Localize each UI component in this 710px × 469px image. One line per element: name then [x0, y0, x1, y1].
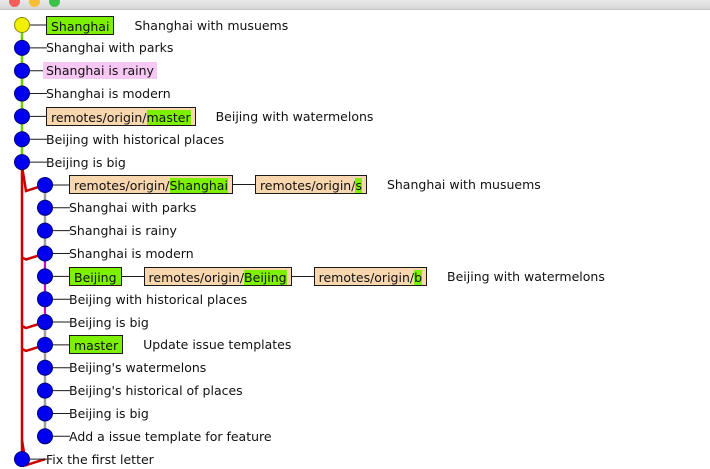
ref-branch-name: master — [146, 109, 191, 125]
close-window-button[interactable] — [9, 0, 20, 7]
local-branch-tag[interactable]: Beijing — [69, 266, 122, 286]
ref-connector — [232, 184, 255, 186]
commit-message: Shanghai is modern — [46, 86, 171, 102]
commit-message: Fix the first letter — [46, 451, 154, 467]
commit-row[interactable]: Shanghai is rainy — [43, 61, 157, 81]
commit-message: Beijing with historical places — [69, 291, 248, 307]
commit-node — [37, 336, 53, 353]
commit-message: Shanghai with musuems — [134, 17, 289, 33]
remote-branch-tag[interactable]: remotes/origin/Beijing — [143, 266, 292, 286]
minimize-window-button[interactable] — [29, 0, 40, 7]
ref-branch-name: Beijing — [244, 269, 287, 285]
commit-message: Beijing's watermelons — [69, 360, 207, 376]
ref-branch-name: Shanghai — [51, 18, 110, 34]
commit-message: Add a issue template for feature — [69, 428, 272, 444]
ref-remote-prefix: remotes/origin/ — [74, 178, 170, 194]
commit-node — [37, 291, 53, 308]
commit-node — [14, 131, 30, 148]
commit-row[interactable]: Shanghai is modern — [69, 244, 194, 264]
commit-row[interactable]: Shanghai is rainy — [69, 221, 177, 241]
ref-remote-prefix: remotes/origin/ — [51, 109, 147, 125]
remote-branch-tag[interactable]: remotes/origin/s — [254, 175, 367, 195]
ref-branch-name: s — [355, 178, 362, 194]
commit-message: Shanghai is modern — [69, 246, 194, 261]
commit-node — [37, 222, 53, 239]
commit-node — [37, 359, 53, 376]
commit-row[interactable]: remotes/origin/master Beijing with waterm… — [46, 106, 373, 126]
commit-message: Update issue templates — [143, 337, 292, 353]
commit-row[interactable]: Beijing is big — [46, 152, 126, 172]
commit-row[interactable]: Beijing with historical places — [46, 129, 224, 149]
ref-remote-prefix: remotes/origin/ — [259, 178, 356, 194]
local-branch-tag[interactable]: master — [69, 335, 124, 355]
commit-node — [14, 154, 30, 171]
ref-remote-prefix: remotes/origin/ — [318, 269, 415, 285]
ref-branch-name: Beijing — [74, 269, 117, 285]
commit-row[interactable]: Beijing is big — [69, 312, 149, 332]
remote-branch-tag[interactable]: remotes/origin/Shanghai — [69, 175, 233, 195]
ref-remote-prefix: remotes/origin/ — [148, 269, 245, 285]
commit-node — [14, 62, 30, 79]
commit-node — [14, 108, 30, 125]
commit-message: Beijing's historical of places — [69, 383, 243, 399]
local-branch-tag[interactable]: Shanghai — [46, 15, 115, 35]
commit-node — [14, 451, 30, 467]
commit-message: Shanghai with parks — [46, 40, 174, 56]
commit-row[interactable]: Shanghai is modern — [46, 84, 171, 104]
commit-message: Shanghai is rainy — [69, 223, 177, 239]
commit-node — [37, 405, 53, 422]
ref-connector — [121, 275, 144, 277]
commit-row[interactable]: Add a issue template for feature — [69, 426, 272, 446]
window-titlebar — [0, 0, 710, 10]
remote-branch-tag[interactable]: remotes/origin/master — [46, 106, 196, 126]
ref-branch-name: master — [74, 338, 119, 354]
commit-node — [37, 314, 53, 331]
remote-branch-tag[interactable]: remotes/origin/b — [313, 266, 428, 286]
commit-row[interactable]: Beijing's watermelons — [69, 358, 206, 378]
commit-message: Beijing is big — [69, 314, 149, 330]
head-commit-node — [14, 17, 30, 33]
zoom-window-button[interactable] — [49, 0, 60, 7]
commit-message: Beijing with historical places — [46, 131, 225, 147]
commit-node — [14, 85, 30, 102]
commit-message: Beijing with watermelons — [215, 108, 374, 124]
commit-message: Beijing is big — [46, 154, 126, 170]
ref-branch-name: b — [414, 269, 423, 285]
commit-node — [37, 382, 53, 399]
commit-message: Shanghai with musuems — [386, 177, 541, 193]
commit-row[interactable]: Fix the first letter — [46, 449, 154, 469]
commit-node — [37, 199, 53, 216]
commit-row[interactable]: master Update issue templates — [69, 335, 291, 355]
commit-message: Beijing with watermelons — [447, 268, 605, 284]
commit-message: Shanghai is rainy — [43, 62, 157, 80]
ref-connector — [291, 275, 314, 277]
commit-row[interactable]: Shanghai with parks — [69, 198, 196, 218]
commit-node — [14, 39, 30, 56]
commit-node — [37, 428, 53, 445]
commit-node — [37, 268, 53, 285]
commit-row[interactable]: Beijing with historical places — [69, 289, 247, 309]
commit-node — [37, 176, 53, 193]
commit-row[interactable]: Shanghai with parks — [46, 38, 173, 58]
ref-branch-name: Shanghai — [169, 178, 228, 194]
commit-row[interactable]: Beijing is big — [69, 403, 149, 423]
commit-node — [37, 245, 53, 262]
commit-row[interactable]: Shanghai Shanghai with musuems — [46, 15, 288, 35]
commit-row[interactable]: Beijing's historical of places — [69, 381, 243, 401]
commit-message: Shanghai with parks — [69, 200, 197, 216]
commit-message: Beijing is big — [69, 405, 149, 421]
